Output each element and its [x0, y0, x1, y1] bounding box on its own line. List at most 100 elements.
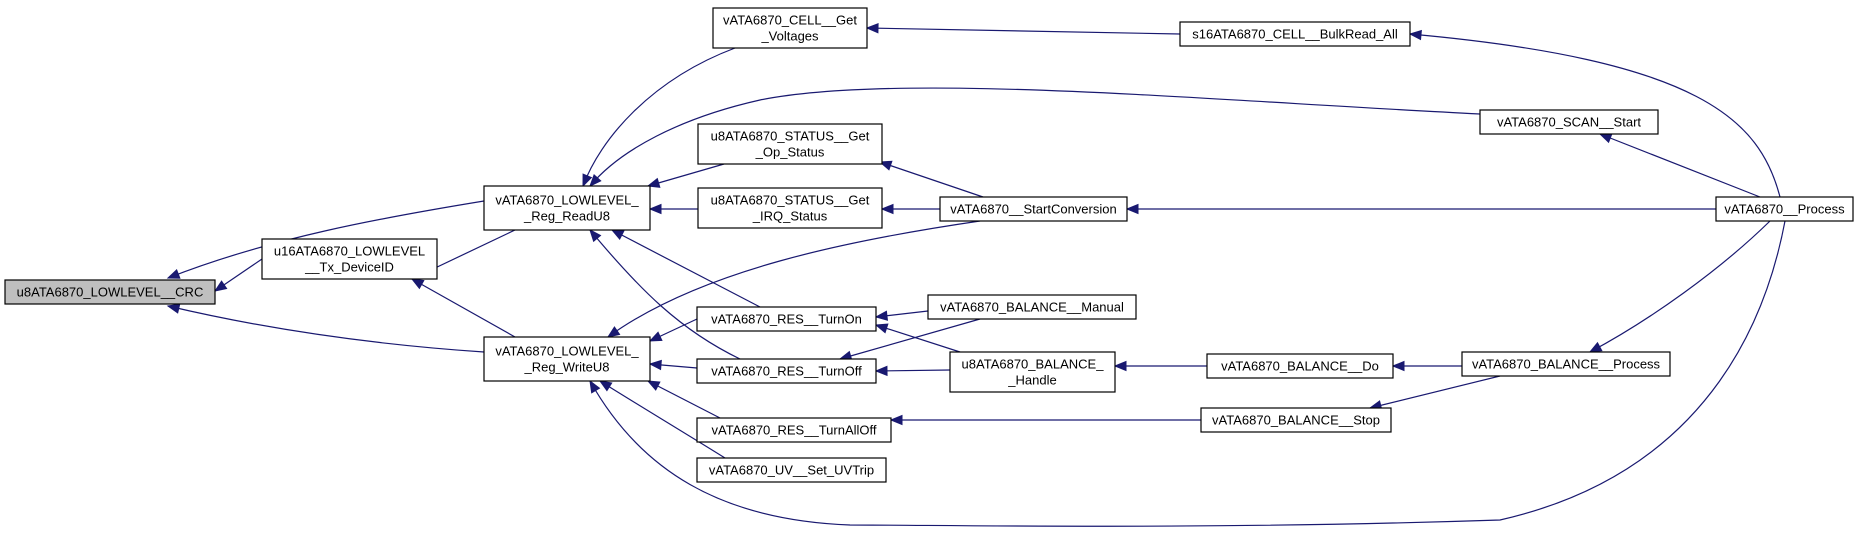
edge-line	[582, 47, 736, 187]
edge-line	[599, 380, 726, 459]
node-bulkread[interactable]: s16ATA6870_CELL__BulkRead_All	[1179, 21, 1411, 47]
edge-arrowhead	[646, 380, 661, 391]
edge-process-to-scanstart	[1598, 133, 1761, 198]
node-balHandle[interactable]: u8ATA6870_BALANCE__Handle	[949, 351, 1116, 393]
edge-arrowhead	[648, 331, 663, 342]
node-label-line: _Handle	[1007, 373, 1056, 388]
node-label-line: u16ATA6870_LOWLEVEL	[274, 244, 425, 259]
node-crc[interactable]: u8ATA6870_LOWLEVEL__CRC	[4, 279, 216, 305]
edge-balHandle-to-resOff	[874, 365, 951, 377]
edge-line	[647, 163, 725, 187]
edge-balDo-to-balHandle	[1113, 360, 1207, 372]
node-label-line: vATA6870_LOWLEVEL_	[495, 344, 639, 359]
nodes-layer: u8ATA6870_LOWLEVEL__CRC u16ATA6870_LOWLEV…	[4, 7, 1854, 483]
edge-arrowhead	[648, 203, 662, 215]
node-box	[1479, 109, 1659, 135]
node-irqstat[interactable]: u8ATA6870_STATUS__Get_IRQ_Status	[697, 187, 883, 229]
edge-arrowhead	[213, 280, 228, 292]
edge-line	[1589, 220, 1771, 353]
node-box	[1179, 21, 1411, 47]
edge-line	[589, 87, 1481, 187]
edge-process-to-writeu8	[589, 220, 1786, 527]
edge-arrowhead	[874, 323, 889, 334]
node-resOn[interactable]: vATA6870_RES__TurnOn	[696, 306, 877, 332]
edge-resOn-to-readu8	[610, 229, 761, 308]
edge-arrowhead	[1125, 203, 1139, 215]
node-label-line: u8ATA6870_STATUS__Get	[711, 193, 870, 208]
node-resAllOff[interactable]: vATA6870_RES__TurnAllOff	[696, 417, 892, 443]
edge-arrowhead	[1408, 29, 1422, 41]
node-uvtrip[interactable]: vATA6870_UV__Set_UVTrip	[696, 457, 887, 483]
edge-line	[647, 380, 721, 419]
edge-arrowhead	[589, 379, 601, 394]
edge-line	[167, 200, 485, 279]
node-balManual[interactable]: vATA6870_BALANCE__Manual	[927, 294, 1137, 320]
node-label-line: _Reg_ReadU8	[523, 209, 610, 224]
node-process[interactable]: vATA6870__Process	[1715, 196, 1854, 222]
edge-cellget-to-readu8	[582, 47, 736, 188]
edge-arrowhead	[646, 177, 661, 188]
node-label-line: vATA6870_RES__TurnOn	[711, 312, 862, 327]
edge-arrowhead	[610, 229, 625, 240]
node-label-line: _Voltages	[760, 29, 819, 44]
edge-arrowhead	[878, 160, 893, 171]
node-writeu8[interactable]: vATA6870_LOWLEVEL__Reg_WriteU8	[483, 336, 651, 382]
node-box	[696, 417, 892, 443]
edge-line	[879, 161, 984, 198]
node-box	[697, 187, 883, 229]
edge-line	[866, 27, 1181, 35]
node-label-line: vATA6870__Process	[1724, 202, 1845, 217]
node-label-line: _Op_Status	[755, 145, 825, 160]
node-box	[1461, 351, 1671, 377]
node-label-line: __Tx_DeviceID	[304, 260, 394, 275]
node-opstat[interactable]: u8ATA6870_STATUS__Get_Op_Status	[697, 123, 883, 165]
edge-arrowhead	[598, 380, 613, 392]
node-label-line: vATA6870__StartConversion	[950, 202, 1116, 217]
edge-startconv-to-opstat	[878, 160, 984, 198]
edge-process-to-bulkread	[1408, 29, 1781, 198]
edge-line	[875, 324, 961, 353]
node-balDo[interactable]: vATA6870_BALANCE__Do	[1206, 353, 1394, 379]
node-label-line: vATA6870_BALANCE__Do	[1221, 359, 1379, 374]
node-balStop[interactable]: vATA6870_BALANCE__Stop	[1200, 407, 1392, 433]
edge-balManual-to-resOn	[874, 310, 929, 321]
edge-line	[589, 220, 1786, 527]
node-startconv[interactable]: vATA6870__StartConversion	[939, 196, 1128, 222]
node-readu8[interactable]: vATA6870_LOWLEVEL__Reg_ReadU8	[483, 185, 651, 231]
node-box	[949, 351, 1116, 393]
edge-balStop-to-resAllOff	[889, 414, 1201, 426]
edge-resAllOff-to-writeu8	[646, 380, 721, 419]
node-label-line: vATA6870_BALANCE__Process	[1472, 357, 1661, 372]
node-label-line: u8ATA6870_LOWLEVEL__CRC	[17, 285, 204, 300]
edge-arrowhead	[166, 303, 181, 314]
edge-line	[589, 229, 741, 360]
node-scanstart[interactable]: vATA6870_SCAN__Start	[1479, 109, 1659, 135]
edge-arrowhead	[1598, 133, 1613, 144]
edge-arrowhead	[589, 228, 602, 243]
node-label-line: vATA6870_UV__Set_UVTrip	[709, 463, 874, 478]
edge-arrowhead	[582, 173, 593, 188]
edge-balHandle-to-resOn	[874, 323, 961, 353]
edge-arrowhead	[865, 22, 879, 34]
node-balProcess[interactable]: vATA6870_BALANCE__Process	[1461, 351, 1671, 377]
node-label-line: vATA6870_BALANCE__Stop	[1212, 413, 1380, 428]
edge-process-to-startconv	[1125, 203, 1716, 215]
node-box	[483, 185, 651, 231]
edge-line	[1599, 133, 1761, 198]
edge-bulkread-to-cellget	[865, 22, 1181, 35]
edge-line	[167, 305, 485, 353]
node-box	[483, 336, 651, 382]
node-box	[696, 457, 887, 483]
edge-resOn-to-writeu8	[648, 318, 698, 342]
node-resOff[interactable]: vATA6870_RES__TurnOff	[696, 358, 877, 384]
edge-line	[1369, 375, 1501, 409]
node-label-line: _IRQ_Status	[752, 209, 828, 224]
node-cellget[interactable]: vATA6870_CELL__Get_Voltages	[712, 7, 868, 49]
edge-writeu8-to-txdev	[410, 278, 516, 338]
node-label-line: u8ATA6870_STATUS__Get	[711, 129, 870, 144]
edge-line	[875, 369, 951, 372]
node-txdev[interactable]: u16ATA6870_LOWLEVEL__Tx_DeviceID	[261, 238, 438, 280]
node-box	[712, 7, 868, 49]
edge-arrowhead	[874, 365, 888, 377]
